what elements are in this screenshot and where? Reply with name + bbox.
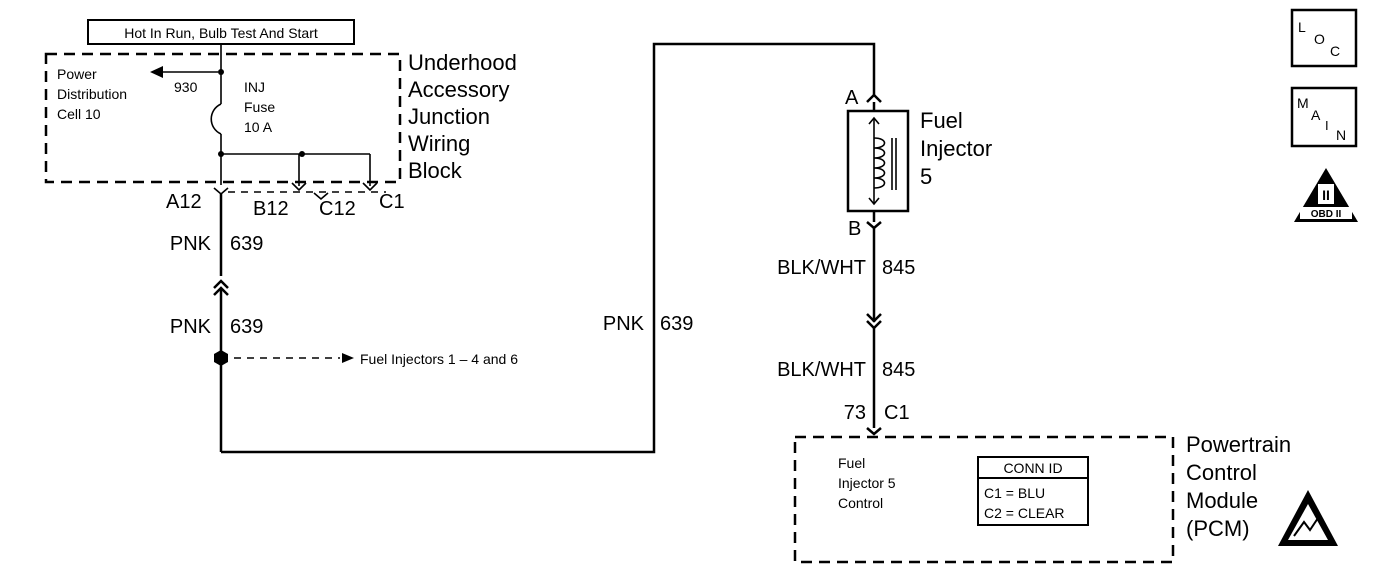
inline-connector-b-upper-icon xyxy=(866,313,882,323)
connector-c12-icon xyxy=(313,192,329,201)
terminal-b12: B12 xyxy=(253,198,289,220)
injector-inner-arrow-up-icon xyxy=(868,116,880,125)
terminal-a12: A12 xyxy=(166,191,202,213)
svg-text:I: I xyxy=(1325,118,1329,133)
pcm-control-line-2: Injector 5 xyxy=(838,475,896,491)
wire-1-color: PNK xyxy=(170,233,212,255)
inline-connector-upper-icon xyxy=(213,279,229,289)
junction-line-1: Underhood xyxy=(408,50,517,75)
junction-line-2: Accessory xyxy=(408,77,509,102)
splice-arrow-icon xyxy=(342,353,354,363)
injector-box xyxy=(846,109,910,213)
injector-pin-b-icon xyxy=(866,221,882,230)
wire-2-circuit: 639 xyxy=(230,316,263,338)
fuse-line-3: 10 A xyxy=(244,119,273,135)
splice-destination: Fuel Injectors 1 – 4 and 6 xyxy=(360,351,518,367)
injector-pin-a-icon xyxy=(866,93,882,103)
conn-id-title: CONN ID xyxy=(1003,460,1062,476)
pcm-control-line-3: Control xyxy=(838,495,883,511)
injector-line-2: Injector xyxy=(920,136,992,161)
svg-text:L: L xyxy=(1298,19,1306,35)
injector-line-1: Fuel xyxy=(920,108,963,133)
wire-3-color: PNK xyxy=(603,313,645,335)
wire-5-circuit: 845 xyxy=(882,359,915,381)
header-text: Hot In Run, Bulb Test And Start xyxy=(124,25,318,41)
bus-node-1 xyxy=(218,151,224,157)
feed-node xyxy=(218,69,224,75)
wire-3-circuit: 639 xyxy=(660,313,693,335)
junction-line-4: Wiring xyxy=(408,131,470,156)
esd-warning-icon xyxy=(1278,490,1338,546)
injector-coil-icon xyxy=(873,137,886,189)
wire-2-color: PNK xyxy=(170,316,212,338)
wire-4-color: BLK/WHT xyxy=(777,257,866,279)
svg-text:C: C xyxy=(1330,43,1340,59)
circuit-930: 930 xyxy=(174,79,198,95)
fuse-line-1: INJ xyxy=(244,79,265,95)
main-icon: M A I N xyxy=(1290,86,1358,148)
injector-pin-b: B xyxy=(848,218,861,240)
svg-text:O: O xyxy=(1314,31,1325,47)
fuse-line-2: Fuse xyxy=(244,99,275,115)
connector-a12-icon xyxy=(213,187,229,196)
connector-b12-icon xyxy=(291,182,307,192)
connector-c1-icon xyxy=(362,182,378,192)
arrow-930-icon xyxy=(150,66,163,78)
power-dist-line-1: Power xyxy=(57,66,97,82)
svg-text:II: II xyxy=(1322,187,1330,203)
svg-text:M: M xyxy=(1297,95,1309,111)
pcm-pin-number: 73 xyxy=(844,402,866,424)
fuse-icon xyxy=(210,103,222,135)
injector-line-3: 5 xyxy=(920,164,932,189)
terminal-c12: C12 xyxy=(319,198,356,220)
conn-id-row-2: C2 = CLEAR xyxy=(984,505,1065,521)
pcm-line-2: Control xyxy=(1186,460,1257,485)
svg-text:N: N xyxy=(1336,127,1346,143)
injector-inner-arrow-down-icon xyxy=(868,197,880,206)
conn-id-box xyxy=(977,456,1089,526)
svg-text:A: A xyxy=(1311,107,1321,123)
svg-text:OBD II: OBD II xyxy=(1311,209,1342,220)
junction-line-3: Junction xyxy=(408,104,490,129)
pcm-control-line-1: Fuel xyxy=(838,455,865,471)
power-dist-line-3: Cell 10 xyxy=(57,106,101,122)
bus-node-2 xyxy=(299,151,305,157)
pcm-connector: C1 xyxy=(884,402,910,424)
junction-block-box xyxy=(44,52,402,184)
injector-pin-a: A xyxy=(845,87,859,109)
wire-4-circuit: 845 xyxy=(882,257,915,279)
pcm-line-1: Powertrain xyxy=(1186,432,1291,457)
pcm-line-3: Module xyxy=(1186,488,1258,513)
loc-icon: L O C xyxy=(1290,8,1358,68)
splice-node xyxy=(214,350,228,366)
power-dist-line-2: Distribution xyxy=(57,86,127,102)
wire-1-circuit: 639 xyxy=(230,233,263,255)
conn-id-row-1: C1 = BLU xyxy=(984,485,1045,501)
terminal-c1: C1 xyxy=(379,191,405,213)
obd-ii-icon: II OBD II xyxy=(1294,168,1358,222)
pcm-line-4: (PCM) xyxy=(1186,516,1250,541)
junction-line-5: Block xyxy=(408,158,463,183)
pcm-box xyxy=(793,435,1175,564)
wire-5-color: BLK/WHT xyxy=(777,359,866,381)
pcm-pin-icon xyxy=(866,427,882,436)
wire-pnk-route xyxy=(221,42,876,454)
